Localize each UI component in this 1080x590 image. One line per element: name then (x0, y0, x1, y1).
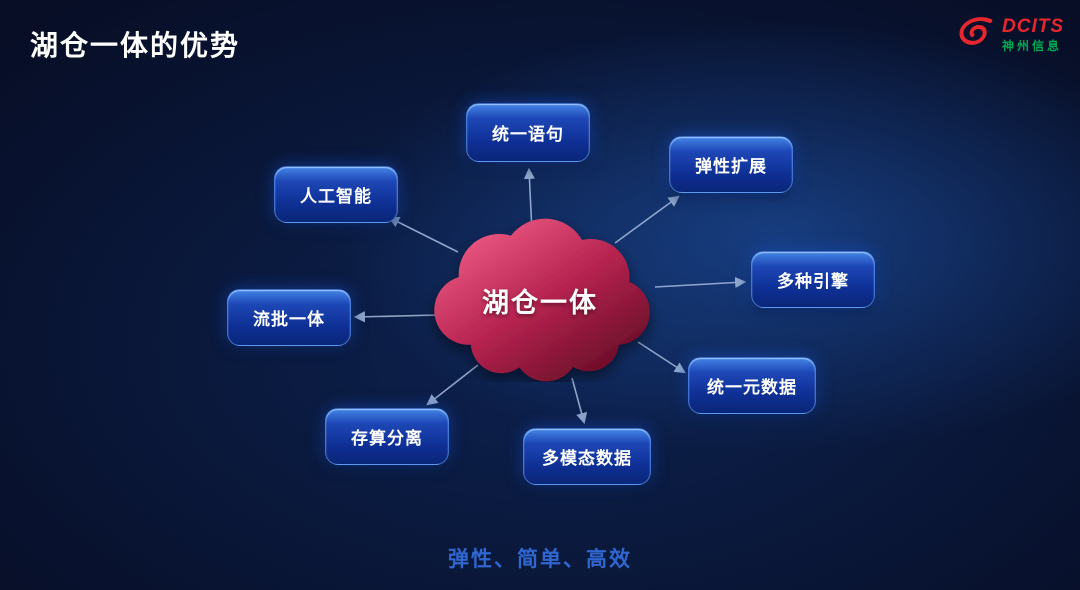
center-cloud-label: 湖仓一体 (482, 287, 598, 318)
node-stream-batch-unified: 流批一体 (227, 289, 351, 346)
arrow-to-multiple-engines (654, 276, 747, 289)
logo-brand-text: DCITS (1002, 16, 1064, 38)
node-elastic-scaling: 弹性扩展 (669, 136, 793, 193)
footer-tagline: 弹性、简单、高效 (448, 548, 632, 571)
node-unified-statement: 统一语句 (466, 103, 590, 162)
center-cloud-shape (418, 218, 662, 382)
node-multimodal-data: 多模态数据 (523, 428, 651, 485)
node-unified-metadata: 统一元数据 (688, 357, 816, 414)
node-artificial-intelligence: 人工智能 (274, 166, 398, 223)
node-storage-compute-separation: 存算分离 (325, 408, 449, 465)
logo-company-text: 神州信息 (1002, 39, 1063, 54)
arrow-to-multimodal-data (571, 377, 588, 425)
logo-text: DCITS 神州信息 (1002, 17, 1064, 53)
company-logo: DCITS 神州信息 (958, 16, 1064, 55)
logo-swirl-icon (958, 16, 996, 55)
node-multiple-engines: 多种引擎 (751, 251, 875, 308)
slide-title: 湖仓一体的优势 (30, 30, 241, 61)
